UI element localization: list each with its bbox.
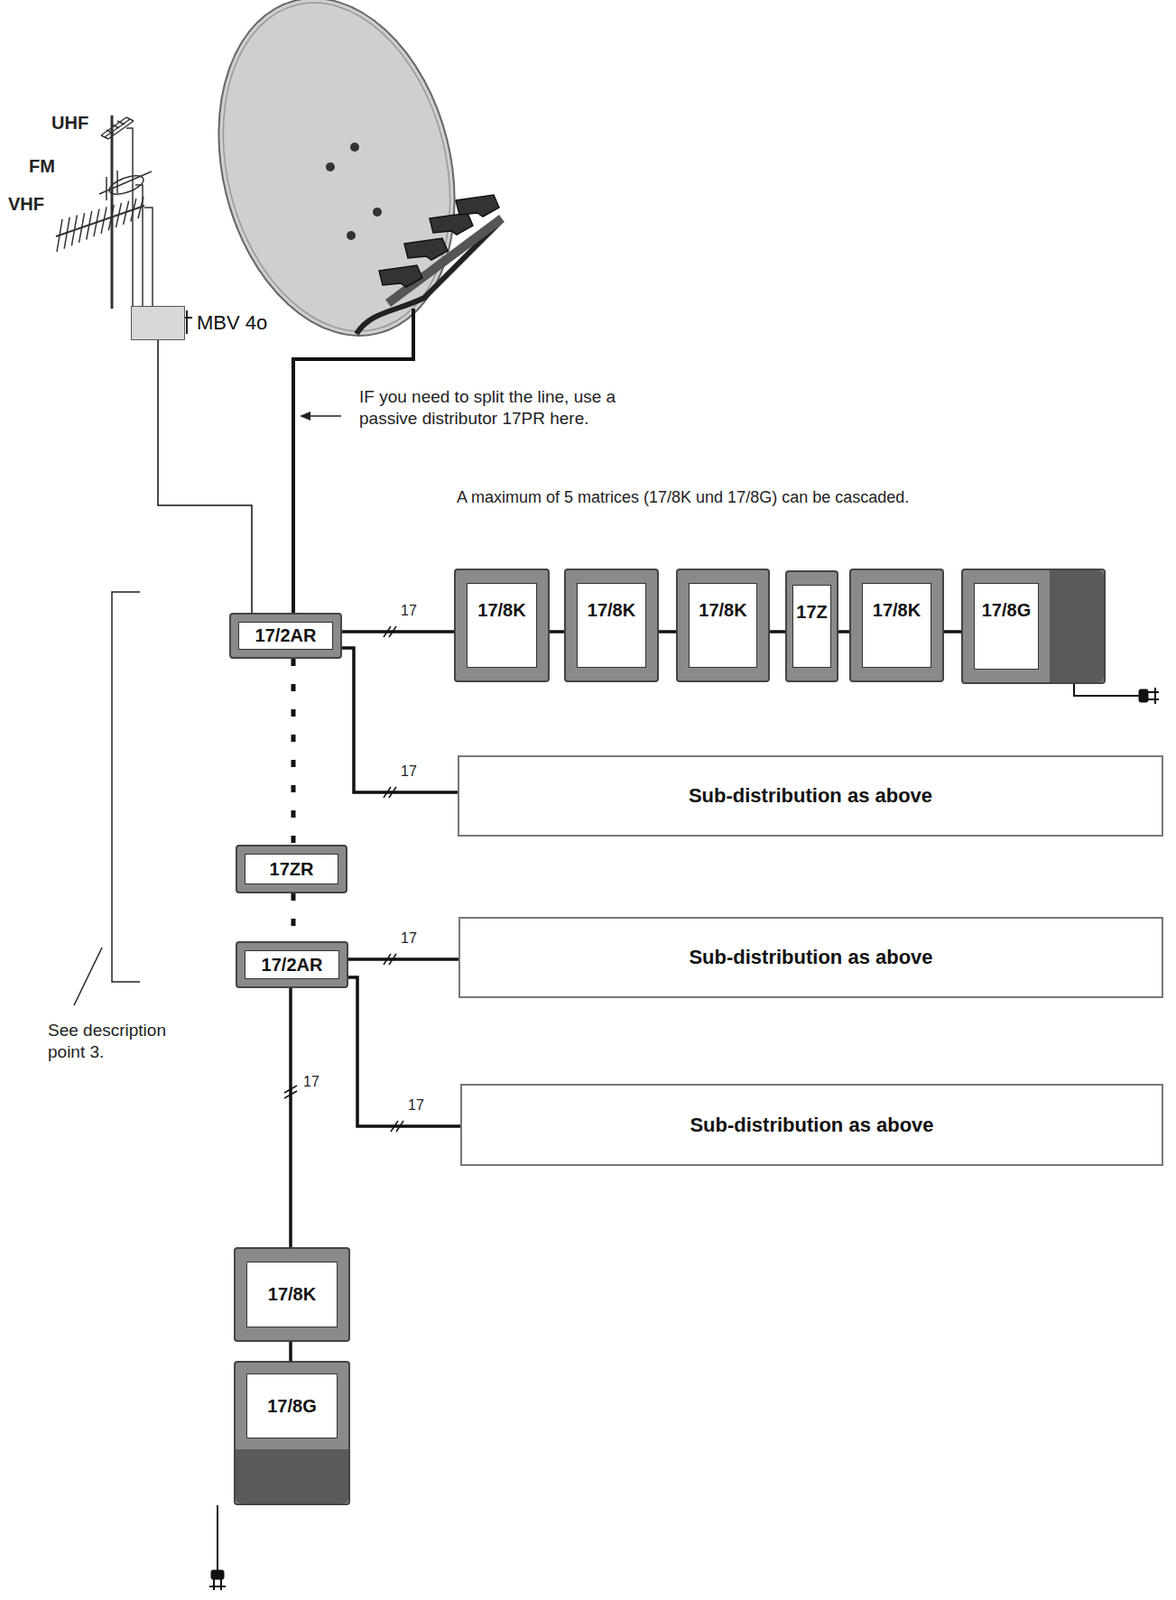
cable <box>342 648 458 793</box>
wire-count-tick <box>284 1085 297 1099</box>
wire-count-tick <box>383 953 397 965</box>
dotted-connector <box>291 658 297 845</box>
note-text: A maximum of 5 matrices (17/8K und 17/8G… <box>456 487 909 509</box>
box-label: 17/8K <box>872 600 921 667</box>
cable <box>549 629 565 634</box>
wire-count: 17 <box>398 930 419 947</box>
wire-count-tick <box>383 626 397 638</box>
leader-line <box>74 947 102 1006</box>
wire-count: 17 <box>398 763 419 780</box>
box-label: 17/8G <box>981 600 1031 669</box>
sub-distribution-box: Sub-distribution as above <box>457 755 1164 837</box>
power-supply-part <box>1049 570 1104 683</box>
cable <box>348 957 459 962</box>
matrix-module: 17/8K <box>675 568 770 683</box>
box-label: 17/8K <box>477 600 526 667</box>
cable <box>944 629 962 634</box>
box-label: 17/8K <box>268 1284 316 1306</box>
cable <box>157 340 252 613</box>
matrix-module: 17/8K <box>233 1247 351 1343</box>
box-label: 17/8G <box>267 1396 316 1417</box>
band-label: UHF <box>51 111 89 135</box>
label-panel: 17/8G <box>973 583 1039 670</box>
label-panel: 17ZR <box>244 853 339 885</box>
box-label: 17/2AR <box>261 954 324 976</box>
box-label: 17/8K <box>587 600 636 667</box>
sub-distribution-box: Sub-distribution as above <box>458 916 1164 999</box>
box-label: Sub-distribution as above <box>689 1113 934 1138</box>
power-matrix-module: 17/8G <box>233 1361 351 1506</box>
bracket <box>111 592 140 982</box>
matrix-module: 17/8K <box>453 568 550 683</box>
wire-count: 17 <box>398 602 419 620</box>
distributor-box: 17/2AR <box>235 941 349 989</box>
label-panel: 17/8K <box>576 583 647 668</box>
power-plug <box>1074 684 1159 704</box>
power-supply-part <box>235 1449 349 1504</box>
band-label: VHF <box>8 193 45 216</box>
box-label: 17ZR <box>269 859 315 880</box>
cable <box>288 988 293 1248</box>
distributor-box: 17ZR <box>235 844 348 894</box>
label-panel: 17/8G <box>246 1373 338 1439</box>
matrix-module: 17/8K <box>849 568 945 683</box>
satellite-dish <box>185 0 502 613</box>
box-label: Sub-distribution as above <box>688 784 933 808</box>
label-panel: 17/2AR <box>238 621 334 650</box>
wire-count: 17 <box>406 1097 426 1114</box>
label-panel: 17/8K <box>466 583 538 668</box>
device-label: MBV 4o <box>196 311 268 335</box>
dotted-connector <box>291 893 297 942</box>
note-arrow <box>299 411 342 421</box>
power-plug <box>209 1505 226 1591</box>
cable <box>348 977 461 1127</box>
band-label: FM <box>28 155 56 178</box>
label-panel: 17/8K <box>861 583 932 668</box>
amplifier-module: 17Z <box>785 570 839 683</box>
wire-count-tick <box>390 1120 404 1132</box>
box-label: Sub-distribution as above <box>688 945 933 970</box>
matrix-module: 17/8K <box>564 568 659 683</box>
cable <box>658 629 676 634</box>
wire-count: 17 <box>301 1074 322 1091</box>
distributor-box: 17/2AR <box>229 612 343 659</box>
sub-distribution-box: Sub-distribution as above <box>460 1083 1164 1167</box>
amplifier-box: MBV 4o <box>130 305 186 341</box>
box-label: 17/8K <box>698 600 747 667</box>
cable <box>288 1342 293 1362</box>
cable <box>769 629 786 634</box>
label-panel: 17Z <box>792 584 832 668</box>
cable <box>838 629 850 634</box>
label-panel: 17/8K <box>246 1261 338 1328</box>
power-matrix-module: 17/8G <box>961 568 1106 685</box>
wire-count-tick <box>383 787 397 798</box>
box-label: 17/2AR <box>255 625 317 647</box>
terrestrial-antenna <box>55 115 153 309</box>
note-text: See description point 3. <box>47 1019 184 1064</box>
box-label: 17Z <box>796 601 827 667</box>
note-text: IF you need to split the line, use a pas… <box>359 386 630 430</box>
cable <box>342 629 454 634</box>
label-panel: 17/2AR <box>244 950 340 980</box>
label-panel: 17/8K <box>688 583 758 668</box>
